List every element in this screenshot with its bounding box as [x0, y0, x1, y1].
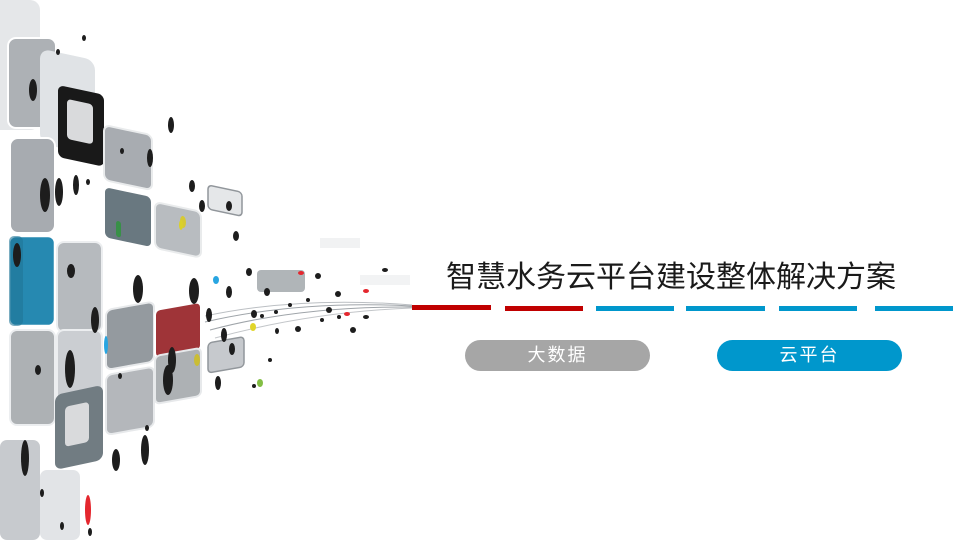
digital-tiles-graphic	[0, 0, 413, 540]
divider-segment-red	[505, 306, 583, 311]
divider-segment-blue	[875, 306, 953, 311]
divider-segment-blue	[686, 306, 765, 311]
divider-segment-blue	[779, 306, 857, 311]
slide-title: 智慧水务云平台建设整体解决方案	[446, 260, 896, 295]
divider-segment-red	[412, 305, 491, 310]
divider-segment-blue	[596, 306, 674, 311]
cloud-platform-button[interactable]: 云平台	[717, 340, 902, 371]
big-data-button[interactable]: 大数据	[465, 340, 650, 371]
